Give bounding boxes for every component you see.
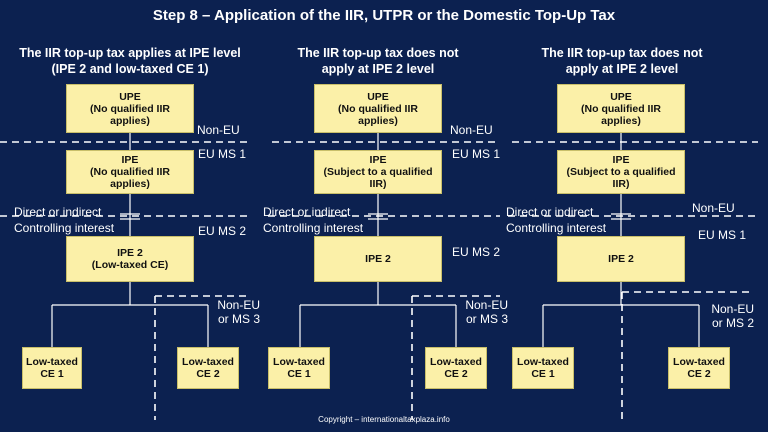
direct-or-indirect-label: Direct or indirect: [14, 205, 102, 219]
region-label-ce2: Non-EU or MS 3: [448, 298, 508, 326]
label-line: Non-EU: [465, 298, 508, 312]
box-line: applies): [358, 114, 398, 127]
box-line: CE 1: [40, 368, 64, 380]
box-line: IPE: [369, 154, 387, 166]
controlling-interest-label: Controlling interest: [506, 221, 607, 235]
box-line: IPE: [612, 154, 630, 166]
label-line: or MS 2: [711, 316, 754, 330]
region-label-eu-ms-1: EU MS 1: [452, 147, 501, 161]
box-line: CE 1: [531, 368, 555, 380]
box-line: IPE 2: [608, 253, 634, 265]
box-line: IPE 2: [117, 247, 143, 259]
box-line: CE 2: [196, 368, 220, 380]
box-line: Low-taxed: [26, 356, 78, 368]
box-line: (Subject to a qualified: [566, 166, 676, 178]
column-3-heading: The IIR top-up tax does not apply at IPE…: [512, 45, 732, 77]
region-label-eu-ms-2: EU MS 2: [198, 224, 247, 238]
low-taxed-ce-2-box: Low-taxed CE 2: [177, 347, 239, 389]
box-line: (No qualified IIR: [581, 102, 661, 115]
controlling-interest-label: Controlling interest: [263, 221, 364, 235]
box-line: IPE 2: [365, 253, 391, 265]
box-line: CE 2: [687, 368, 711, 380]
slide-title: Step 8 – Application of the IIR, UTPR or…: [152, 7, 616, 24]
box-line: IIR): [612, 178, 630, 190]
copyright-notice: Copyright – internationaltaxplaza.info: [318, 415, 450, 424]
region-label-non-eu: Non-EU: [450, 123, 493, 137]
box-line: Low-taxed: [182, 356, 234, 368]
box-line: (No qualified IIR: [90, 166, 170, 178]
box-line: Low-taxed: [430, 356, 482, 368]
box-line: CE 2: [444, 368, 468, 380]
box-line: Low-taxed: [517, 356, 569, 368]
region-label-eu-ms-1: EU MS 1: [698, 228, 747, 242]
column-1-heading: The IIR top-up tax applies at IPE level …: [5, 45, 255, 77]
region-label-ce2: Non-EU or MS 2: [694, 302, 754, 330]
label-line: or MS 3: [217, 312, 260, 326]
label-line: Non-EU: [711, 302, 754, 316]
box-line: IPE: [121, 154, 139, 166]
direct-or-indirect-label: Direct or indirect: [263, 205, 351, 219]
low-taxed-ce-2-box: Low-taxed CE 2: [668, 347, 730, 389]
region-label-eu-ms-2: EU MS 2: [452, 245, 501, 259]
upe-box: UPE (No qualified IIR applies): [557, 84, 685, 133]
box-line: applies): [110, 178, 150, 190]
column-2-heading: The IIR top-up tax does not apply at IPE…: [268, 45, 488, 77]
column-2-heading-line-1: The IIR top-up tax does not: [297, 46, 459, 60]
upe-box: UPE (No qualified IIR applies): [66, 84, 194, 133]
box-line: UPE: [367, 90, 389, 103]
ipe-box: IPE (No qualified IIR applies): [66, 150, 194, 194]
direct-or-indirect-label: Direct or indirect: [506, 205, 594, 219]
region-label-non-eu: Non-EU: [197, 123, 240, 137]
box-line: (No qualified IIR: [338, 102, 418, 115]
upe-box: UPE (No qualified IIR applies): [314, 84, 442, 133]
low-taxed-ce-1-box: Low-taxed CE 1: [22, 347, 82, 389]
column-1-heading-line-2: (IPE 2 and low-taxed CE 1): [51, 62, 209, 76]
ipe-2-box: IPE 2: [314, 236, 442, 282]
low-taxed-ce-1-box: Low-taxed CE 1: [512, 347, 574, 389]
column-2-heading-line-2: apply at IPE 2 level: [321, 62, 435, 76]
label-line: Non-EU: [217, 298, 260, 312]
box-line: IIR): [369, 178, 387, 190]
ipe-box: IPE (Subject to a qualified IIR): [557, 150, 685, 194]
low-taxed-ce-2-box: Low-taxed CE 2: [425, 347, 487, 389]
region-label-eu-ms-1: EU MS 1: [198, 147, 247, 161]
box-line: (Subject to a qualified: [323, 166, 433, 178]
box-line: (Low-taxed CE): [91, 259, 169, 271]
controlling-interest-label: Controlling interest: [14, 221, 115, 235]
ipe-2-box: IPE 2: [557, 236, 685, 282]
box-line: applies): [110, 114, 150, 127]
ipe-box: IPE (Subject to a qualified IIR): [314, 150, 442, 194]
label-line: or MS 3: [465, 312, 508, 326]
region-label-ce2: Non-EU or MS 3: [200, 298, 260, 326]
column-3-heading-line-2: apply at IPE 2 level: [565, 62, 679, 76]
ipe-2-box: IPE 2 (Low-taxed CE): [66, 236, 194, 282]
column-3-heading-line-1: The IIR top-up tax does not: [541, 46, 703, 60]
box-line: Low-taxed: [673, 356, 725, 368]
box-line: applies): [601, 114, 641, 127]
column-1-heading-line-1: The IIR top-up tax applies at IPE level: [19, 46, 241, 60]
box-line: UPE: [119, 90, 141, 103]
box-line: Low-taxed: [273, 356, 325, 368]
low-taxed-ce-1-box: Low-taxed CE 1: [268, 347, 330, 389]
region-label-non-eu: Non-EU: [692, 201, 735, 215]
box-line: CE 1: [287, 368, 311, 380]
box-line: UPE: [610, 90, 632, 103]
box-line: (No qualified IIR: [90, 102, 170, 115]
